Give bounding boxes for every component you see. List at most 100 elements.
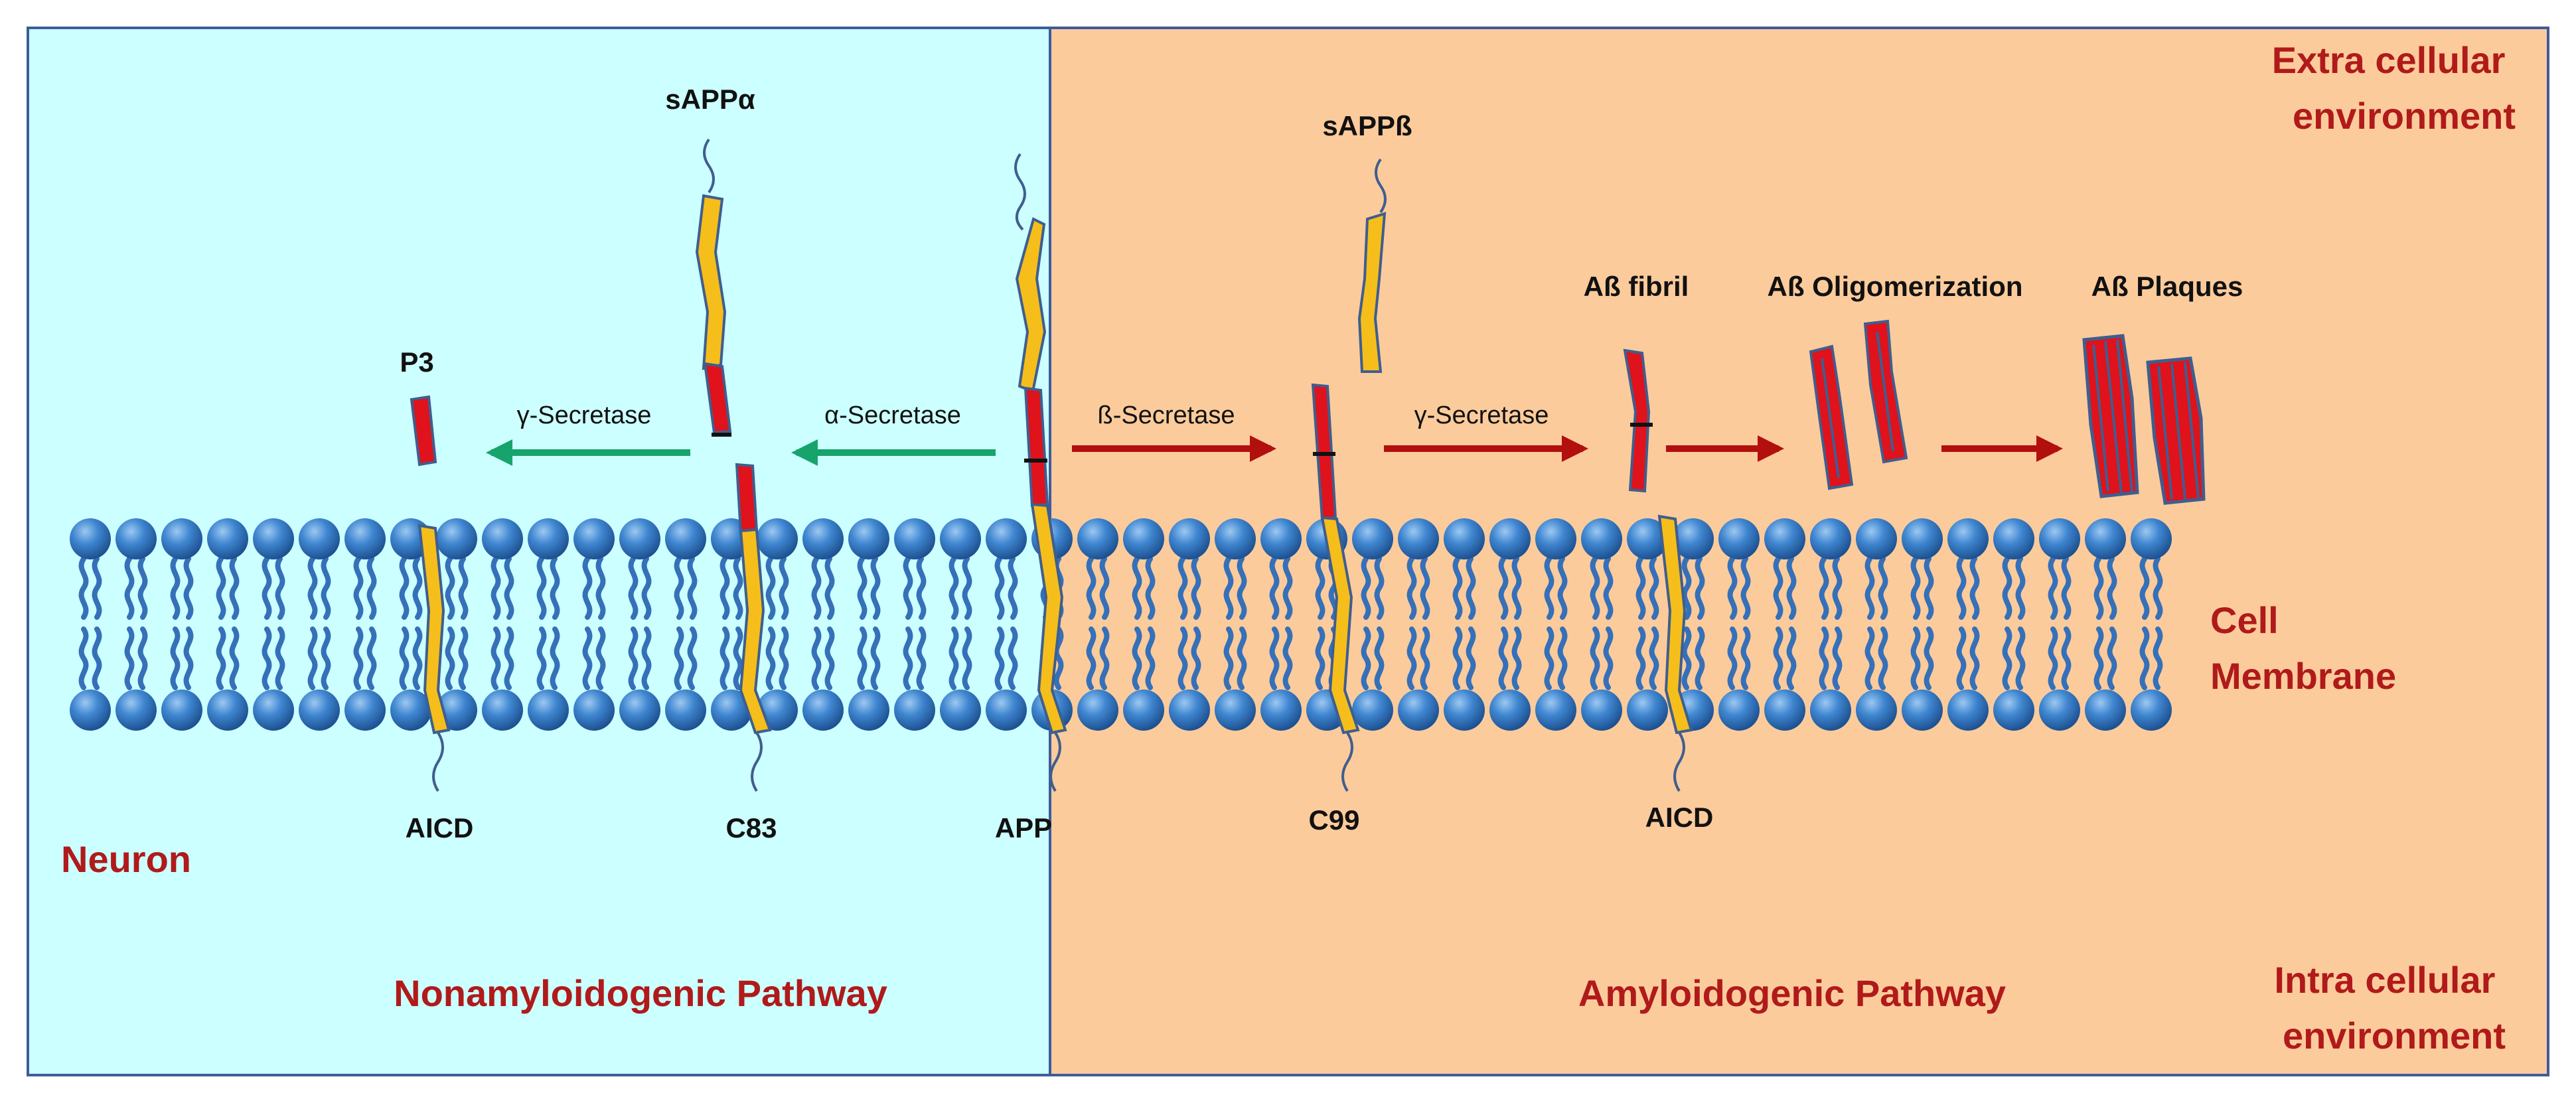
lipid-head (482, 518, 523, 559)
lipid-tail (170, 556, 181, 620)
lipid-tail (1740, 626, 1751, 690)
lipid-tail (78, 626, 89, 690)
lipid-tail (857, 556, 868, 620)
lipid-head (1352, 690, 1393, 731)
lipid-tail (1269, 626, 1280, 690)
lipid-tail (641, 626, 652, 690)
lipid-tail (2139, 626, 2150, 690)
lipid-tail (2015, 626, 2026, 690)
lipid-tail (733, 626, 743, 690)
lipid-tail (1740, 556, 1751, 620)
lipid-tail (1590, 626, 1600, 690)
amyloidogenic-pathway-label: Amyloidogenic Pathway (1578, 972, 2006, 1014)
lipid-tail (1008, 626, 1018, 690)
lipid-head (1169, 690, 1210, 731)
lipid-head (2085, 690, 2126, 731)
lipid-head (1444, 690, 1485, 731)
lipid-tail (1145, 556, 1156, 620)
lipid-head (1993, 518, 2034, 559)
lipid-head (253, 690, 294, 731)
lipid-tail (765, 556, 776, 620)
lipid-head (848, 518, 889, 559)
lipid-tail (1649, 556, 1659, 620)
lipid-tail (1498, 626, 1509, 690)
lipid-head (1260, 518, 1302, 559)
lipid-tail (2015, 556, 2026, 620)
lipid-tail (1924, 556, 1934, 620)
lipid-tail (1819, 626, 1829, 690)
nonamyloidogenic-pathway-label: Nonamyloidogenic Pathway (394, 972, 887, 1014)
lipid-tail (183, 626, 194, 690)
lipid-head (1260, 690, 1302, 731)
lipid-head (1489, 690, 1531, 731)
lipid-head (482, 690, 523, 731)
lipid-head (1398, 690, 1439, 731)
ab-plaques-label: Aß Plaques (2091, 271, 2243, 302)
lipid-tail (582, 626, 593, 690)
lipid-head (253, 518, 294, 559)
lipid-tail (2153, 556, 2163, 620)
lipid-tail (412, 556, 423, 620)
lipid-tail (412, 626, 423, 690)
lipid-tail (170, 626, 181, 690)
lipid-tail (1832, 556, 1843, 620)
lipid-tail (687, 626, 698, 690)
c99-label: C99 (1308, 804, 1359, 836)
lipid-tail (1191, 556, 1201, 620)
lipid-tail (445, 626, 455, 690)
beta-secretase-label: ß-Secretase (1098, 402, 1235, 429)
sappa-fragment (695, 138, 732, 437)
lipid-head (207, 690, 248, 731)
lipid-head (1215, 690, 1256, 731)
lipid-tail (399, 556, 410, 620)
lipid-tail (1695, 556, 1705, 620)
lipid-head (894, 518, 935, 559)
extracellular-label: Extra cellular environment (2272, 39, 2516, 137)
lipid-tail (1544, 626, 1554, 690)
lipid-tail (779, 556, 789, 620)
lipid-tail (1649, 626, 1659, 690)
lipid-tail (1452, 626, 1463, 690)
lipid-head (1352, 518, 1393, 559)
lipid-tail (1374, 626, 1385, 690)
lipid-tail (1727, 626, 1738, 690)
lipid-tail (811, 626, 822, 690)
lipid-tail (183, 556, 194, 620)
lipid-tail (1681, 556, 1692, 620)
ab-plaque-1 (2082, 334, 2139, 498)
lipid-tail (870, 556, 881, 620)
lipid-tail (1695, 626, 1705, 690)
lipid-head (1810, 518, 1851, 559)
lipid-tail (262, 626, 272, 690)
lipid-tail (733, 556, 743, 620)
lipid-tail (2107, 626, 2117, 690)
lipid-tail (916, 626, 927, 690)
lipid-tail (2093, 626, 2104, 690)
lipid-tail (321, 626, 331, 690)
lipid-head (986, 518, 1027, 559)
lipid-tail (2107, 556, 2117, 620)
lipid-tail (994, 556, 1005, 620)
aicd-right-fragment (1657, 514, 1693, 792)
lipid-tail (720, 626, 730, 690)
lipid-tail (903, 626, 913, 690)
lipid-head (1215, 518, 1256, 559)
lipid-head (1673, 518, 1714, 559)
lipid-tail (1452, 556, 1463, 620)
lipid-tail (1237, 556, 1247, 620)
lipid-tail (1132, 626, 1142, 690)
lipid-head (1123, 690, 1164, 731)
lipid-tail (1466, 626, 1476, 690)
lipid-tail (504, 556, 514, 620)
lipid-tail (1773, 556, 1783, 620)
lipid-tail (1406, 626, 1417, 690)
lipid-tail (366, 556, 377, 620)
lipid-tail (1557, 556, 1568, 620)
lipid-head (757, 518, 798, 559)
lipid-tail (779, 626, 789, 690)
lipid-tail (1053, 626, 1064, 690)
lipid-tail (307, 626, 318, 690)
lipid-tail (229, 626, 240, 690)
lipid-tail (2153, 626, 2163, 690)
lipid-tail (262, 556, 272, 620)
